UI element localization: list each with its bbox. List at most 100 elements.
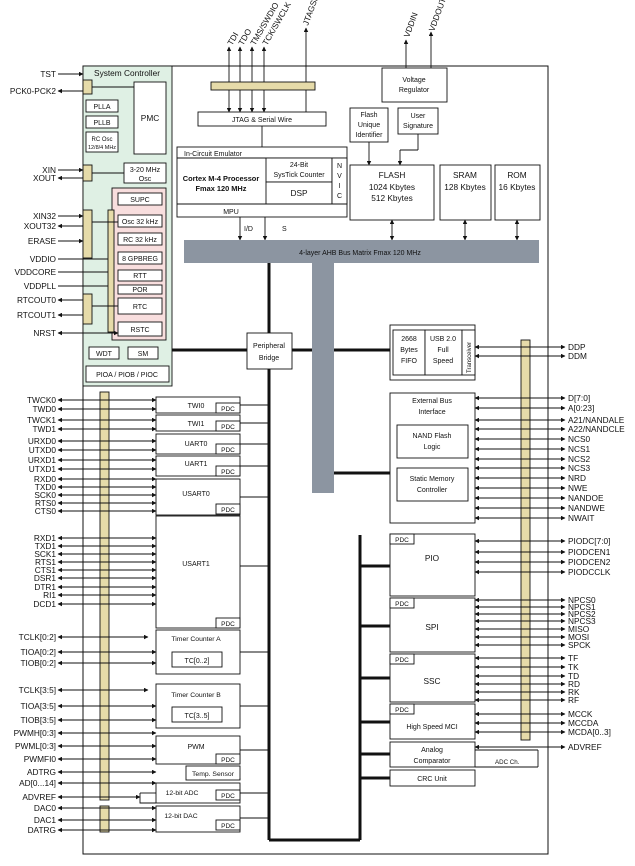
rc-osc-block: [85, 131, 119, 153]
signal-d-7-0: D[7:0]: [568, 393, 590, 403]
dac-label: 12-bit DAC: [164, 813, 197, 820]
usart0-pdc-label: PDC: [221, 507, 235, 514]
signal-ri1: RI1: [43, 590, 56, 600]
twi1-pdc-label: PDC: [221, 424, 235, 431]
right-pin-mux: [520, 339, 531, 741]
twi0-pdc: [215, 402, 241, 414]
flash-label-3: 512 Kbytes: [371, 193, 413, 203]
nand-flash-logic: [396, 424, 469, 459]
signal-twd1: TWD1: [32, 424, 56, 434]
signal-nandoe: NANDOE: [568, 493, 604, 503]
signal-utxd0: UTXD0: [29, 445, 57, 455]
signal-ad-0-14: AD[0...14]: [19, 778, 56, 788]
usb-fifo-label-3: FIFO: [401, 358, 417, 365]
ebi-label-2: Interface: [418, 409, 445, 416]
system-controller-title: System Controller: [94, 68, 160, 78]
rc-osc-label-2: 12/8/4 MHz: [88, 145, 116, 151]
ice-label: In-Circuit Emulator: [184, 151, 243, 158]
usb-device-label-3: Speed: [433, 358, 453, 365]
tc-a-inner-label: TC[0..2]: [185, 658, 210, 665]
pllb-block: [85, 115, 119, 129]
spi-label: SPI: [425, 622, 438, 632]
flash-block: [349, 164, 435, 221]
usb-device-label-2: Full: [437, 347, 449, 354]
supc-label: SUPC: [130, 197, 149, 204]
rom-label-1: ROM: [507, 170, 526, 180]
signal-nwe: NWE: [568, 483, 588, 493]
adc-pdc: [215, 789, 241, 801]
osc-3-20mhz-label-1: 3-20 MHz: [130, 167, 161, 174]
mpu-label: MPU: [223, 209, 239, 216]
signal-urxd1: URXD1: [28, 455, 57, 465]
jtag-serial-wire-label: JTAG & Serial Wire: [232, 117, 292, 124]
ssc-label: SSC: [423, 676, 440, 686]
signal-rd: RD: [568, 679, 580, 689]
signal-xin: XIN: [42, 165, 56, 175]
signal-twck1: TWCK1: [27, 415, 56, 425]
tc-a-inner: [171, 651, 223, 668]
signal-sck1: SCK1: [34, 549, 56, 559]
bridge-label-2: Bridge: [259, 355, 279, 362]
flash-unique-identifier: [349, 107, 389, 143]
tc-b-inner: [171, 706, 223, 723]
id-label: I/D: [244, 226, 253, 233]
wdt-block: [88, 346, 120, 360]
signal-adtrg: ADTRG: [27, 767, 56, 777]
pio-abc-label: PIOA / PIOB / PIOC: [96, 372, 158, 379]
signal-xout32: XOUT32: [24, 221, 57, 231]
signal-vddin: VDDIN: [401, 11, 419, 39]
uart1-pdc: [215, 465, 241, 477]
signal-nrst: NRST: [33, 328, 56, 338]
signal-dac1: DAC1: [34, 815, 57, 825]
vreg-label-2: Regulator: [399, 87, 430, 94]
usart0-label: USART0: [182, 491, 210, 498]
signal-rxd0: RXD0: [34, 474, 57, 484]
signal-tiob-3-5: TIOB[3:5]: [20, 715, 56, 725]
signal-spck: SPCK: [568, 640, 591, 650]
sysctrl-mux-2: [82, 164, 93, 182]
pllb-label: PLLB: [93, 120, 110, 127]
signal-a22-nandcle: A22/NANDCLE: [568, 424, 625, 434]
ac-label-2: Comparator: [414, 758, 452, 765]
rom-label-2: 16 Kbytes: [499, 182, 536, 192]
signal-vddout: VDDOUT: [426, 0, 447, 33]
flash-label-1: FLASH: [379, 170, 406, 180]
systick-label-2: SysTick Counter: [273, 172, 325, 179]
ssc-pdc: [389, 653, 415, 665]
signal-erase: ERASE: [28, 236, 57, 246]
left-peripheral-blocks: TWI0 PDC TWI1 PDC UART0 PDC UART1 PDC US…: [139, 396, 241, 833]
rstc-block: [117, 321, 163, 337]
pwm-label: PWM: [187, 744, 204, 751]
voltage-regulator: [381, 67, 448, 103]
signal-rxd1: RXD1: [34, 533, 57, 543]
signal-jtagsel: JTAGSEL: [300, 0, 322, 27]
nvic-i: I: [339, 183, 341, 190]
hsmci-pdc-label: PDC: [395, 707, 409, 714]
signal-advref: ADVREF: [568, 742, 602, 752]
signal-tst: TST: [40, 69, 56, 79]
signal-ddm: DDM: [568, 351, 587, 361]
pio-label: PIO: [425, 553, 440, 563]
bridge-label-1: Peripheral: [253, 343, 285, 350]
systick-label-1: 24-Bit: [290, 162, 308, 169]
static-memory-controller: [396, 467, 469, 502]
sm-block: [127, 346, 159, 360]
spi-pdc: [389, 597, 415, 609]
gpbreg-block: [117, 251, 163, 265]
signal-ncs2: NCS2: [568, 454, 591, 464]
signal-ncs0: NCS0: [568, 434, 591, 444]
user-signature: [397, 107, 439, 135]
sysctrl-mux-5: [107, 209, 115, 333]
nand-label-2: Logic: [424, 444, 441, 451]
signal-ncs3: NCS3: [568, 463, 591, 473]
ac-label-1: Analog: [421, 747, 443, 754]
pwm-pdc: [215, 753, 241, 765]
spi-pdc-label: PDC: [395, 601, 409, 608]
dac-pin-mux: [99, 805, 110, 833]
usb-device-label-1: USB 2.0: [430, 336, 456, 343]
pio-pdc: [389, 533, 415, 545]
peripheral-bridge: [246, 332, 293, 370]
dac-pdc-label: PDC: [221, 823, 235, 830]
s-label: S: [282, 226, 287, 233]
